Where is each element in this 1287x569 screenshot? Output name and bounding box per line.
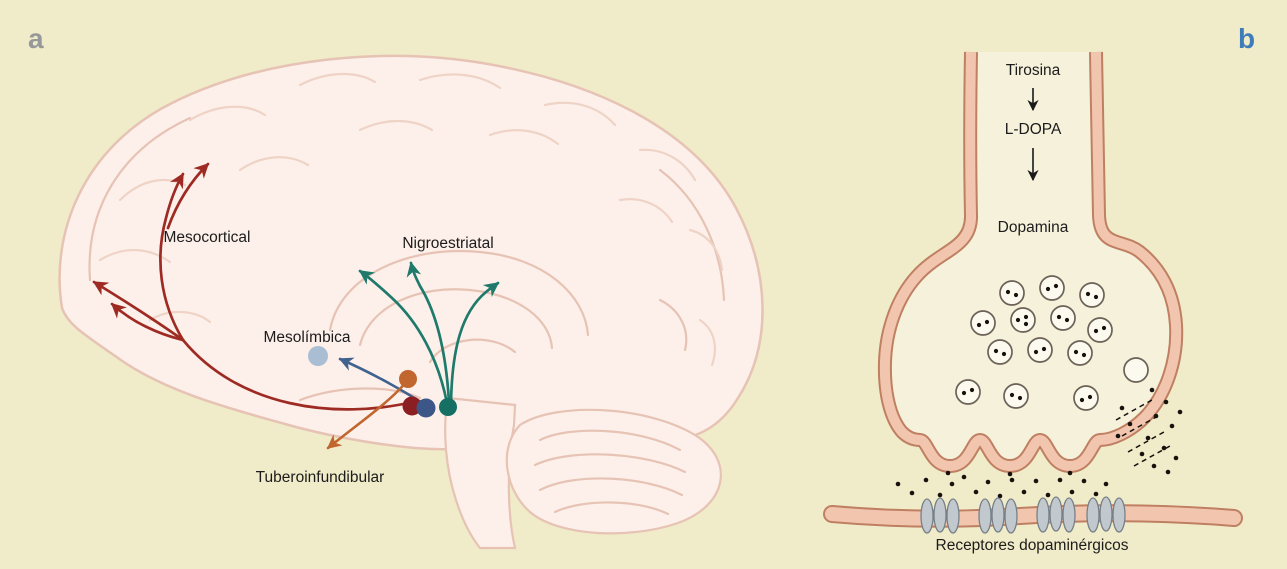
mesocortical-branch (110, 302, 185, 342)
dopamine-molecules-reuptake (1115, 387, 1183, 475)
vesicle (1073, 385, 1099, 411)
dopamine-receptor (920, 497, 960, 534)
postsynaptic-membrane (825, 506, 1241, 526)
orange-origin-dot (399, 370, 417, 388)
panel-a-label: a (28, 23, 44, 54)
nigroestriatal-branch (449, 281, 500, 405)
inner-brain-lines (88, 116, 726, 402)
vesicle (970, 310, 996, 336)
dopamine-receptor (1036, 496, 1076, 533)
receptors-label: Receptores dopaminérgicos (936, 537, 1129, 554)
vesicle (1010, 307, 1036, 333)
cerebellum-folds (533, 429, 687, 516)
brainstem (444, 396, 517, 550)
vesicle (1087, 317, 1113, 343)
teal-origin-dot (439, 398, 457, 416)
vesicle (1050, 305, 1076, 331)
vesicle (1067, 340, 1093, 366)
vesicle (987, 339, 1013, 365)
mesocortical-trunk (181, 338, 419, 411)
mesocortical-label: Mesocortical (164, 229, 251, 246)
vesicle (1079, 282, 1105, 308)
nigroestriatal-branch (358, 269, 449, 405)
reuptake-dashes (1115, 399, 1171, 467)
dopamine-molecules-cleft (895, 470, 1109, 499)
cortex-gyri (98, 73, 724, 367)
tuberoinfundibular-pathway (326, 380, 408, 450)
dopamine-receptor (978, 497, 1018, 534)
mesocortical-branch (159, 172, 185, 342)
brain-outline (58, 54, 764, 451)
tyrosine-label: Tirosina (1006, 62, 1061, 79)
tuberoinfundibular-label: Tuberoinfundibular (256, 469, 385, 486)
nigroestriatal-pathway (358, 261, 500, 405)
vesicle-pool (955, 275, 1149, 411)
vesicle (1003, 383, 1029, 409)
red-origin-dot (402, 396, 422, 416)
vesicle (1039, 275, 1065, 301)
mesocortical-branch (92, 280, 185, 342)
presynaptic-terminal-membrane (879, 51, 1182, 471)
synapse-illustration: Tirosina L-DOPA Dopamina (823, 51, 1243, 554)
panel-b-label: b (1238, 23, 1255, 54)
mesolimbic-target-dot (308, 346, 328, 366)
mesocortical-pathway (92, 162, 419, 411)
tuberoinfundibular-arrow (326, 380, 408, 450)
nigroestriatal-label: Nigroestriatal (402, 235, 493, 252)
vesicle (999, 280, 1025, 306)
nigroestriatal-branch (406, 261, 451, 404)
blue-origin-dot (416, 398, 436, 418)
cerebellum (505, 408, 722, 535)
mesolimbica-label: Mesolímbica (264, 329, 351, 346)
ldopa-label: L-DOPA (1005, 121, 1062, 138)
mesocortical-branch (166, 162, 210, 230)
vesicle (1027, 337, 1053, 363)
vesicle (955, 379, 981, 405)
dopamine-receptor (1086, 496, 1126, 533)
brain-illustration (58, 54, 764, 550)
dopamine-receptors (920, 496, 1126, 534)
empty-vesicle (1123, 357, 1149, 383)
dopamine-label: Dopamina (998, 219, 1069, 236)
pathway-nuclei-dots (308, 346, 457, 418)
